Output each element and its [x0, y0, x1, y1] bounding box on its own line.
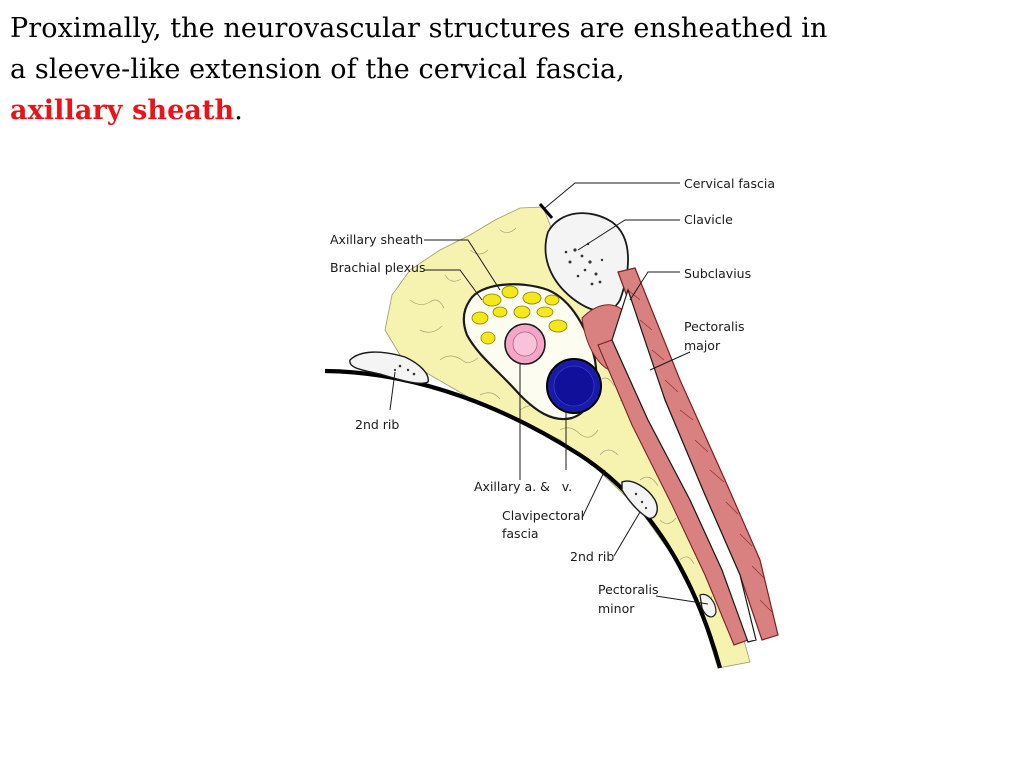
label-cervical-fascia: Cervical fascia — [684, 176, 775, 191]
second-rib-right — [621, 480, 658, 519]
axillary-artery-lumen — [512, 331, 538, 357]
label-axillary-sheath: Axillary sheath — [330, 232, 423, 247]
label-clavicle: Clavicle — [684, 212, 733, 227]
slide-caption: Proximally, the neurovascular structures… — [10, 8, 1018, 131]
label-pectoralis-minor-2: minor — [598, 601, 635, 616]
label-clavipectoral-2: fascia — [502, 526, 539, 541]
label-clavipectoral-1: Clavipectoral — [502, 508, 584, 523]
label-brachial-plexus: Brachial plexus — [330, 260, 425, 275]
label-second-rib-right: 2nd rib — [570, 549, 614, 564]
rib-right-dots — [634, 492, 648, 510]
label-pectoralis-minor-1: Pectoralis — [598, 582, 658, 597]
clavicle — [544, 212, 629, 313]
axillary-vein-inner — [553, 365, 595, 407]
caption-period: . — [234, 95, 243, 126]
lower-rib-segment — [699, 593, 717, 618]
brachial-plexus-bundles — [471, 285, 568, 345]
label-leader-lines — [389, 182, 709, 605]
rib-left-dots — [393, 364, 416, 376]
label-pectoralis-major-2: major — [684, 338, 721, 353]
label-second-rib-left: 2nd rib — [355, 417, 399, 432]
pectoralis-major-striations — [627, 289, 773, 613]
fascial-strip — [611, 288, 757, 643]
axillary-sheath-term: axillary sheath — [10, 95, 235, 126]
second-rib-left — [349, 351, 429, 384]
caption-line-3: axillary sheath. — [10, 90, 1018, 131]
label-subclavius: Subclavius — [684, 266, 751, 281]
fat-texture — [409, 227, 713, 603]
caption-line-2: a sleeve-like extension of the cervical … — [10, 54, 625, 85]
cervical-fascia-edge — [538, 203, 554, 219]
label-pectoralis-major-1: Pectoralis — [684, 319, 744, 334]
caption-line-1: Proximally, the neurovascular structures… — [10, 13, 828, 44]
label-axillary-artery-vein: Axillary a. & v. — [474, 479, 572, 494]
